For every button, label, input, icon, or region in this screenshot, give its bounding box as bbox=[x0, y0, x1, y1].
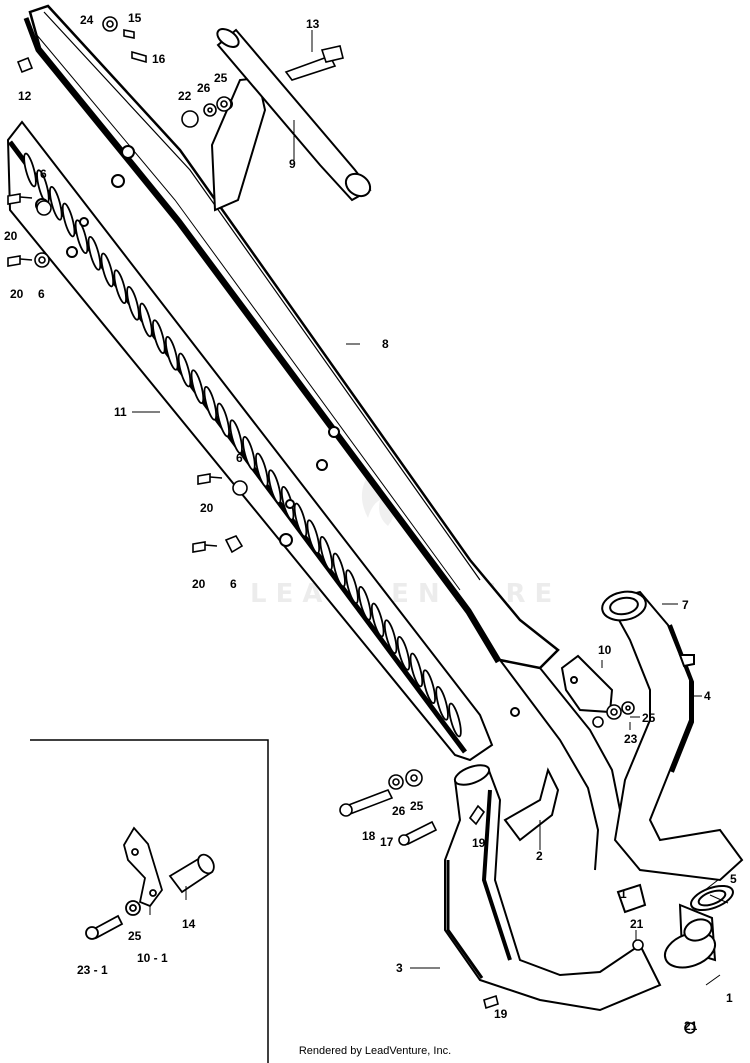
callout-25-c: 25 bbox=[410, 799, 424, 813]
callout-20-b: 20 bbox=[10, 287, 24, 301]
exhaust-joint-flange[interactable] bbox=[616, 881, 736, 974]
leader-lines bbox=[132, 30, 729, 986]
footer-credit: Rendered by LeadVenture, Inc. bbox=[298, 1045, 452, 1057]
inset-parts[interactable] bbox=[85, 826, 217, 940]
heat-shield-slots bbox=[23, 152, 462, 738]
callout-25-top: 25 bbox=[214, 71, 228, 85]
heat-shield-slot bbox=[216, 402, 230, 438]
heat-shield-slot bbox=[255, 452, 269, 488]
heat-shield-slot bbox=[152, 319, 166, 355]
callout-24: 24 bbox=[80, 13, 94, 27]
callout-26-top: 26 bbox=[197, 81, 211, 95]
exhaust-pipe-rear[interactable] bbox=[600, 588, 744, 882]
heat-shield-slot bbox=[113, 269, 127, 305]
fasteners[interactable] bbox=[7, 16, 696, 1034]
heat-shield-slot bbox=[422, 669, 436, 705]
callout-26-b: 26 bbox=[392, 804, 406, 818]
callout-20-d: 20 bbox=[192, 577, 206, 591]
callout-1-b: 1 bbox=[726, 991, 733, 1005]
callout-21-a: 21 bbox=[630, 917, 644, 931]
callout-23: 23 bbox=[624, 732, 638, 746]
callout-6-a: 6 bbox=[40, 167, 47, 181]
heat-shield-slot bbox=[358, 585, 372, 621]
inset-box bbox=[30, 739, 269, 1063]
heat-shield-slot bbox=[164, 335, 179, 371]
callout-22: 22 bbox=[178, 89, 192, 103]
heat-shield-slot bbox=[139, 302, 153, 338]
heat-shield-slot bbox=[409, 652, 424, 688]
heat-shield-slot bbox=[267, 469, 282, 505]
heat-shield-slot bbox=[332, 552, 346, 588]
callout-18: 18 bbox=[362, 829, 376, 843]
heat-shield-slot bbox=[242, 435, 256, 471]
callout-6-b: 6 bbox=[38, 287, 45, 301]
callout-6-d: 6 bbox=[230, 577, 237, 591]
watermark-text: LEADVENTURE bbox=[250, 579, 561, 609]
callout-2: 2 bbox=[536, 849, 543, 863]
heat-shield-slot bbox=[74, 219, 89, 255]
callout-14: 14 bbox=[182, 917, 196, 931]
muffler-mount-bracket[interactable] bbox=[210, 25, 374, 212]
callout-19-a: 19 bbox=[472, 836, 486, 850]
callout-labels: 24 15 16 13 12 26 25 22 9 6 20 20 6 8 11… bbox=[4, 11, 737, 1033]
heat-shield-slot bbox=[203, 385, 218, 421]
exhaust-clamp[interactable] bbox=[503, 767, 560, 842]
callout-17: 17 bbox=[380, 835, 394, 849]
heat-shield[interactable] bbox=[6, 120, 494, 762]
heat-shield-slot bbox=[345, 569, 359, 605]
heat-shield-slot bbox=[448, 702, 462, 738]
callout-5: 5 bbox=[730, 872, 737, 886]
heat-shield-slot bbox=[61, 202, 76, 238]
heat-shield-slot bbox=[23, 152, 37, 188]
callout-20-c: 20 bbox=[200, 501, 214, 515]
exhaust-pipe-front[interactable] bbox=[444, 761, 662, 1012]
heat-shield-slot bbox=[370, 602, 385, 638]
callout-20-a: 20 bbox=[4, 229, 18, 243]
heat-shield-slot bbox=[396, 635, 411, 671]
heat-shield-slot bbox=[49, 185, 63, 221]
callout-11: 11 bbox=[114, 405, 127, 419]
callout-19-b: 19 bbox=[494, 1007, 508, 1021]
heat-shield-slot bbox=[177, 352, 192, 388]
callout-9: 9 bbox=[289, 157, 296, 171]
heat-shield-slot bbox=[319, 535, 333, 571]
callout-8: 8 bbox=[382, 337, 389, 351]
heat-shield-slot bbox=[190, 369, 205, 405]
heat-shield-slot bbox=[229, 419, 243, 455]
callout-12: 12 bbox=[18, 89, 32, 103]
heat-shield-slot bbox=[383, 619, 398, 655]
heat-shield-slot bbox=[100, 252, 115, 288]
callout-6-c: 6 bbox=[236, 451, 243, 465]
muffler[interactable] bbox=[23, 4, 621, 871]
callout-13: 13 bbox=[306, 17, 320, 31]
heat-shield-slot bbox=[293, 502, 308, 538]
heat-shield-slot bbox=[306, 519, 321, 555]
heat-shield-slot bbox=[87, 235, 102, 271]
callout-23-1: 23 - 1 bbox=[77, 963, 108, 977]
callout-25-b: 25 bbox=[642, 711, 656, 725]
callout-15: 15 bbox=[128, 11, 142, 25]
callout-3: 3 bbox=[396, 961, 403, 975]
callout-16: 16 bbox=[152, 52, 166, 66]
callout-1-a: 1 bbox=[620, 887, 627, 901]
callout-10: 10 bbox=[598, 643, 612, 657]
callout-25-d: 25 bbox=[128, 929, 142, 943]
heat-shield-slot bbox=[126, 285, 140, 321]
callout-7: 7 bbox=[682, 598, 689, 612]
callout-10-1: 10 - 1 bbox=[137, 951, 168, 965]
callout-21-b: 21 bbox=[684, 1019, 698, 1033]
heat-shield-slot bbox=[435, 685, 449, 721]
callout-4: 4 bbox=[704, 689, 711, 703]
